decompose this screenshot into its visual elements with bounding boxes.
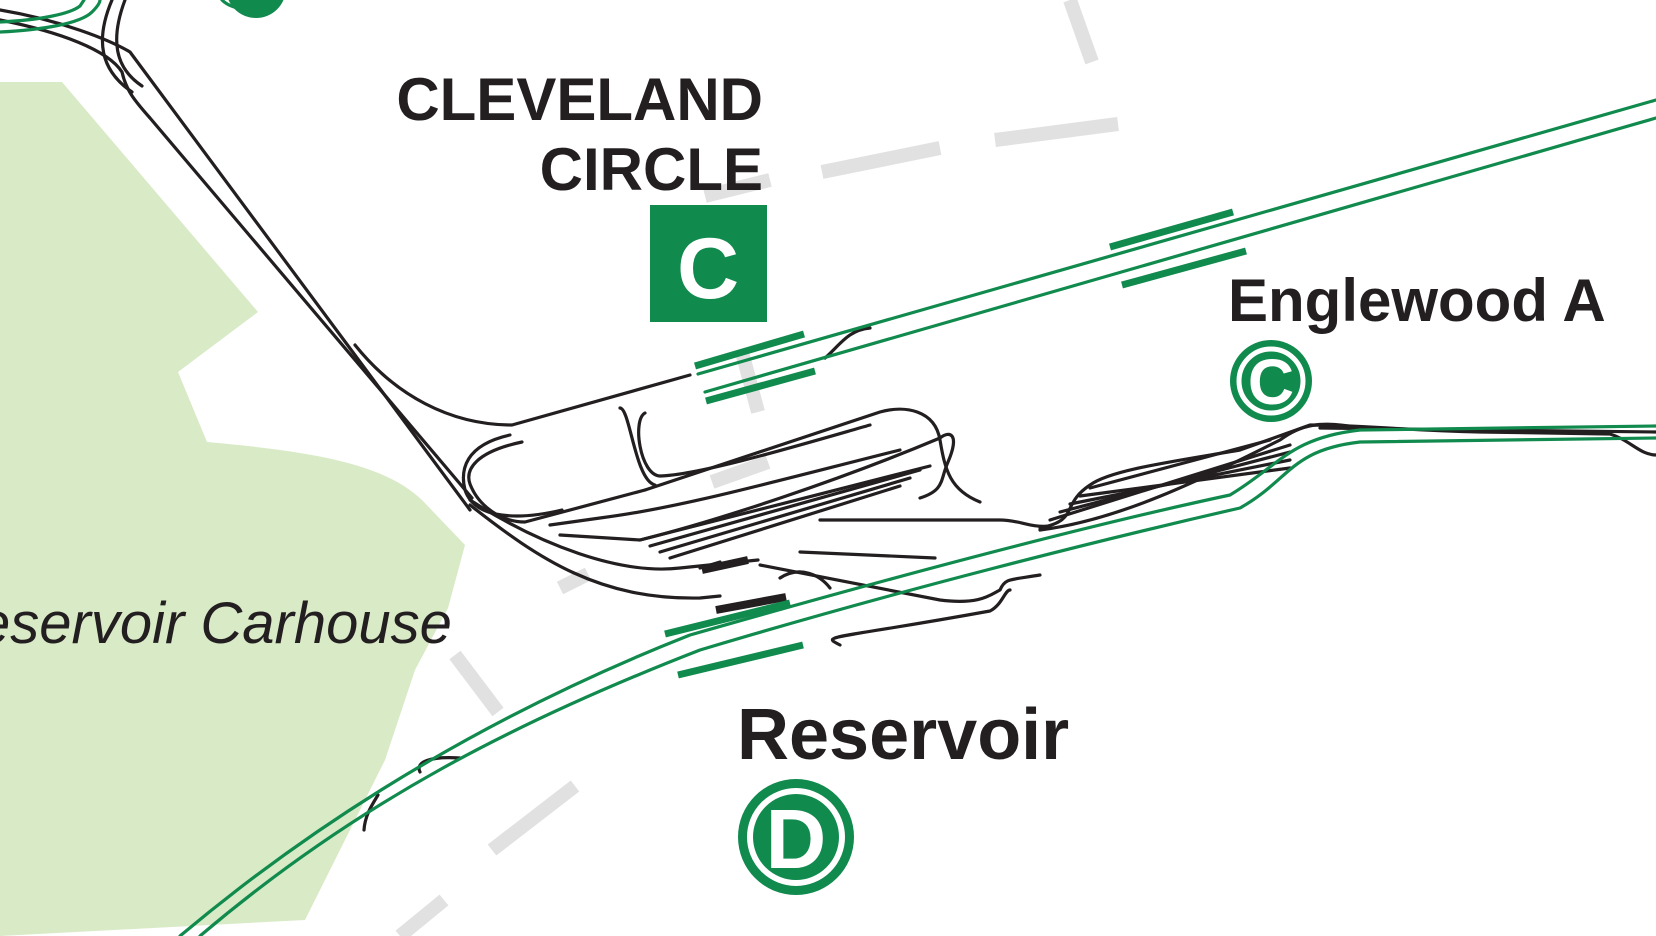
route-c-circle-icon-partial [228, 0, 284, 18]
station-name-line2: CIRCLE [540, 136, 763, 203]
street-lines [395, 0, 1119, 936]
station-platforms [664, 208, 1247, 679]
station-cleveland-circle[interactable]: CLEVELAND CIRCLE C [396, 66, 767, 322]
route-c-square-icon: C [650, 205, 767, 322]
yard-tracks [0, 0, 1656, 832]
reservoir-park-area [0, 82, 465, 936]
yard-platforms [701, 556, 787, 614]
station-name: Reservoir [737, 695, 1069, 775]
park-label: eservoir Carhouse [0, 591, 452, 656]
route-d-letter: D [766, 792, 827, 886]
route-c-circle-icon: C [1230, 340, 1312, 422]
station-englewood[interactable]: Englewood A C [1228, 267, 1606, 422]
route-c-letter: C [677, 221, 739, 317]
station-name: Englewood A [1228, 267, 1606, 334]
station-reservoir[interactable]: Reservoir D [737, 695, 1069, 895]
route-c-letter: C [1248, 346, 1294, 418]
station-name-line1: CLEVELAND [396, 66, 763, 133]
route-d-circle-icon: D [738, 779, 854, 895]
